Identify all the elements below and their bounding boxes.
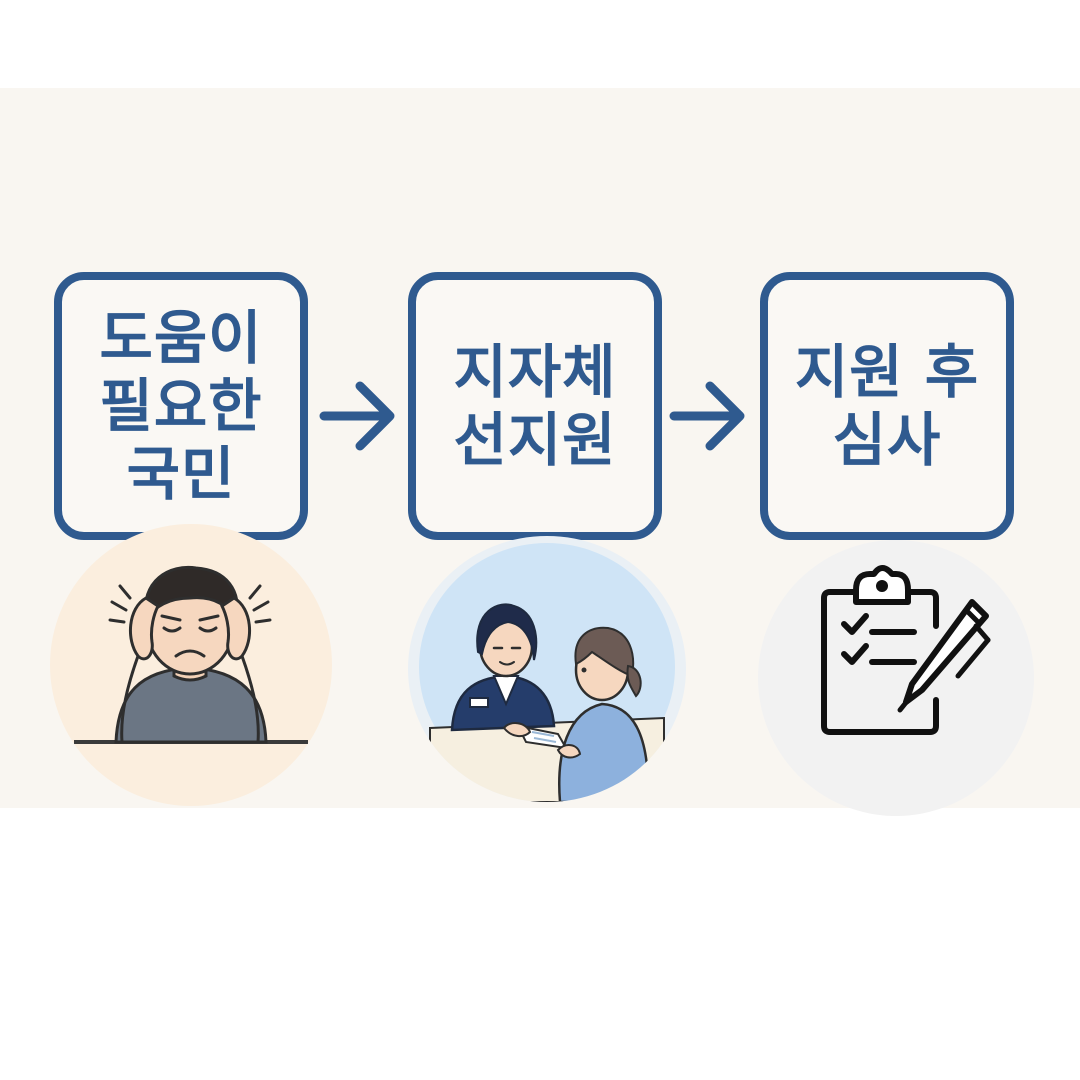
step-box-1: 도움이 필요한 국민 (54, 272, 308, 540)
stressed-person-illustration (50, 524, 332, 806)
step-1-line-1: 도움이 (99, 304, 263, 372)
checklist-illustration (758, 540, 1034, 816)
consultation-icon (419, 543, 675, 802)
step-1-line-3: 국민 (126, 440, 236, 508)
arrow-right-icon (319, 381, 395, 451)
step-1-label: 도움이 필요한 국민 (99, 304, 262, 508)
step-2-line-2: 선지원 (453, 406, 617, 474)
step-box-3: 지원 후 심사 (760, 272, 1014, 540)
step-1-line-2: 필요한 (99, 372, 263, 440)
checklist-clipboard-icon (821, 565, 991, 735)
step-2-label: 지자체 선지원 (453, 338, 616, 474)
arrow-right-icon (669, 381, 745, 451)
step-box-2: 지자체 선지원 (408, 272, 662, 540)
consultation-illustration (408, 536, 686, 802)
stressed-person-icon (74, 565, 308, 744)
step-2-line-1: 지자체 (453, 338, 617, 406)
step-3-label: 지원 후 심사 (795, 338, 979, 474)
step-3-line-1: 지원 후 (794, 338, 980, 406)
step-3-line-2: 심사 (832, 406, 942, 474)
